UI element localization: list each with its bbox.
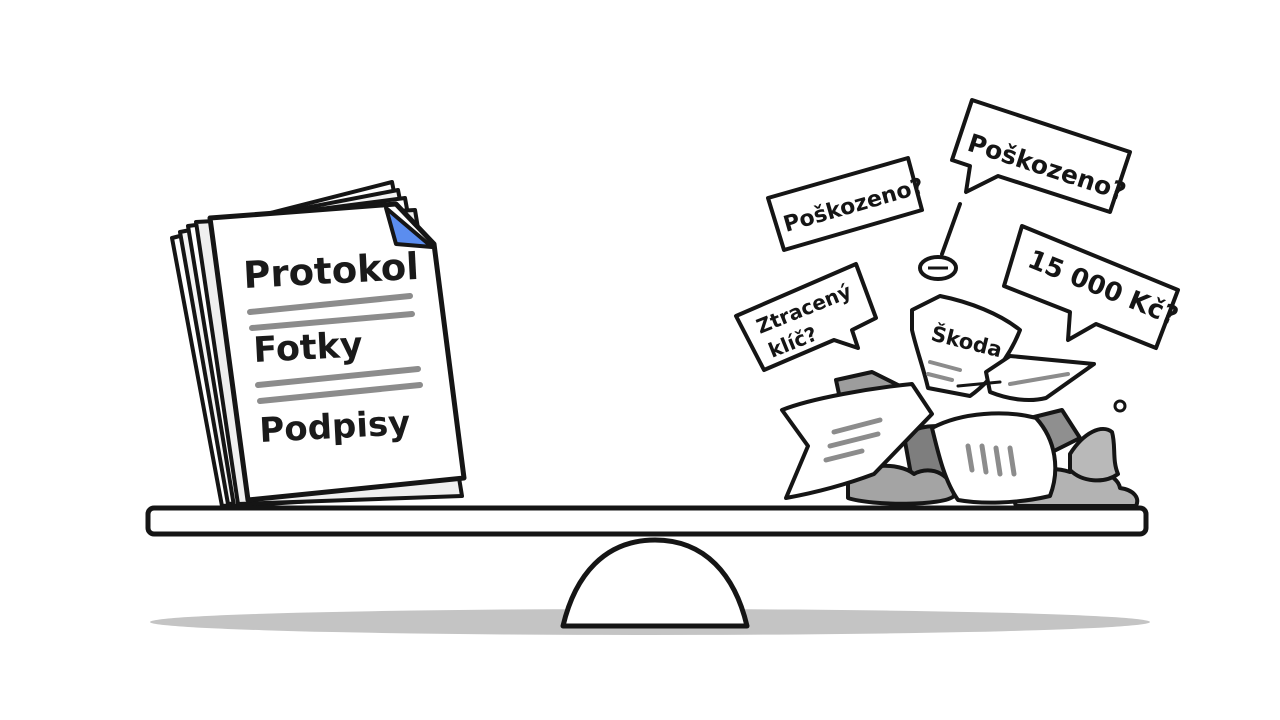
bubble-lost-key: Ztracený klíč? — [734, 262, 878, 372]
paper-line — [993, 445, 1003, 477]
doc-rule — [247, 293, 413, 315]
paper-line — [928, 360, 962, 372]
rubble — [1068, 426, 1120, 483]
document-front-page — [207, 201, 467, 503]
pin-stick — [940, 202, 962, 256]
doc-line-fotky: Fotky — [252, 325, 363, 371]
paper-line — [827, 431, 881, 449]
paper-line — [823, 448, 865, 463]
bubble-shape — [734, 262, 878, 372]
paper-line — [956, 380, 1002, 388]
paper-line — [831, 417, 883, 435]
bubble-damaged-left: Poškozeno? — [766, 156, 927, 252]
paper-line — [965, 443, 975, 473]
doc-line-podpisy: Podpisy — [258, 403, 411, 451]
bubble-damaged-top: Poškozeno? — [950, 98, 1132, 214]
doc-line-protokol: Protokol — [242, 245, 420, 297]
document-stack: Protokol Fotky Podpisy — [170, 180, 467, 508]
paper-line — [979, 443, 989, 475]
balance-beam — [145, 505, 1149, 537]
fulcrum — [560, 537, 750, 629]
doc-rule — [255, 366, 421, 388]
doc-rule — [257, 382, 423, 404]
paper-line — [926, 372, 954, 382]
page-corner-fold — [384, 206, 434, 249]
crumpled-paper — [930, 411, 1058, 505]
debris-dot — [1113, 399, 1127, 413]
doc-rule — [249, 311, 415, 331]
bubble-shape — [1002, 224, 1180, 350]
bubble-price: 15 000 Kč? — [1002, 224, 1182, 350]
paper-line — [1008, 372, 1070, 386]
paper-line — [1007, 445, 1017, 477]
bubble-shape — [950, 98, 1132, 214]
chaos-pile: Škoda — [780, 294, 1140, 508]
bubble-shape — [766, 156, 924, 252]
